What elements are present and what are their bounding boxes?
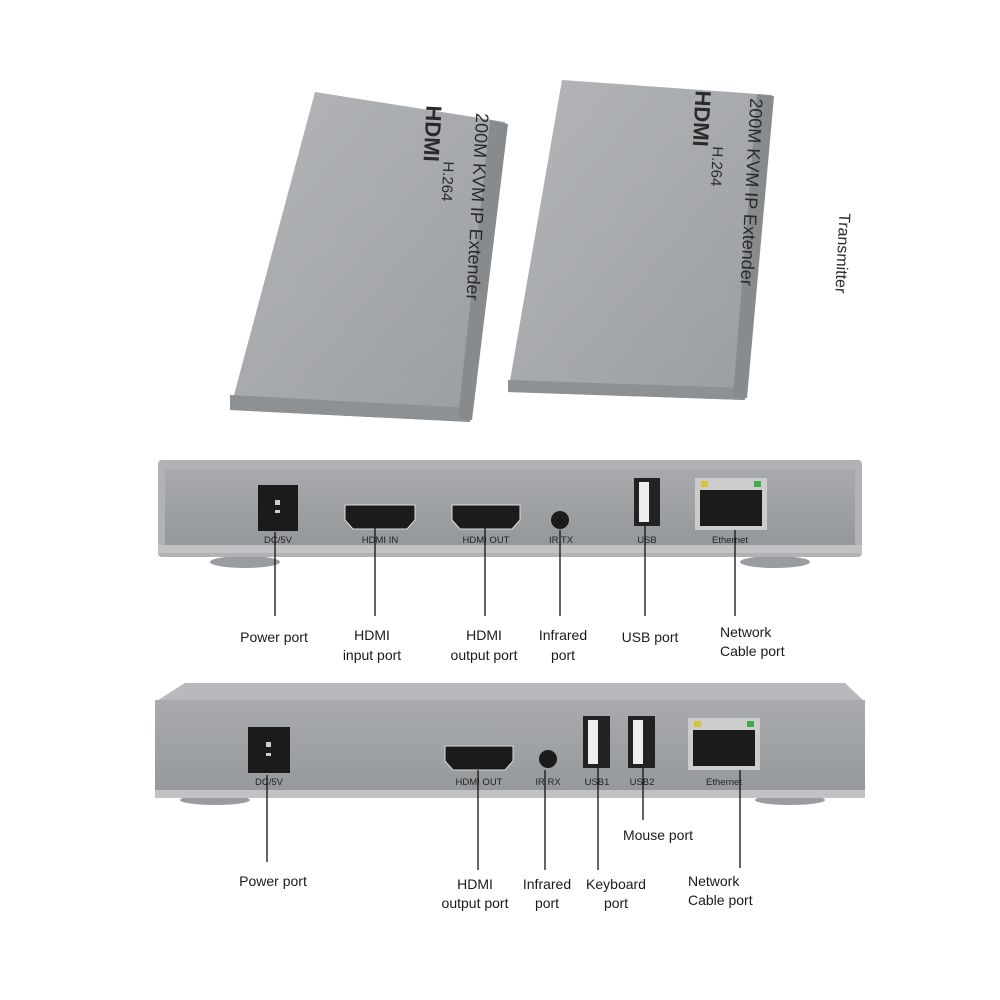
- brand-logo: HDMI: [419, 105, 447, 162]
- ethernet-port: [695, 478, 767, 530]
- hdmi-out-port: [444, 745, 514, 771]
- ir-tx-jack: [551, 511, 569, 529]
- leader-lines: [274, 526, 736, 616]
- annotation: output port: [451, 647, 518, 663]
- annotation: Network: [720, 624, 772, 640]
- port-label: DC/5V: [255, 777, 284, 788]
- codec-label: H.264: [438, 161, 457, 202]
- panel-2: DC/5V HDMI OUT IR RX USB1 USB2 Ethernet …: [155, 683, 865, 911]
- port-label: HDMI IN: [362, 535, 399, 546]
- annotation: Network: [688, 873, 740, 889]
- annotation: USB port: [622, 629, 679, 645]
- codec-label: H.264: [707, 146, 726, 187]
- port-label: USB: [637, 535, 657, 546]
- port-label: Ethernet: [712, 535, 748, 546]
- annotation: HDMI: [457, 876, 493, 892]
- transmitter-unit: HDMI H.264 200M KVM IP Extender Transmit…: [508, 80, 853, 400]
- annotation: Power port: [239, 873, 307, 889]
- annotation: Infrared: [523, 876, 571, 892]
- dc-power-jack: [258, 485, 298, 531]
- port-label: DC/5V: [264, 535, 293, 546]
- annotation: HDMI: [354, 627, 390, 643]
- brand-logo: HDMI: [688, 90, 716, 147]
- port-label: Ethernet: [706, 777, 742, 788]
- annotation: Power port: [240, 629, 308, 645]
- annotation: Cable port: [688, 892, 753, 908]
- hdmi-in-port: [344, 504, 416, 530]
- port-label: HDMI OUT: [463, 535, 510, 546]
- annotation: input port: [343, 647, 401, 663]
- usb-port: [634, 478, 660, 526]
- role-label: Transmitter: [831, 213, 852, 295]
- annotation: HDMI: [466, 627, 502, 643]
- dc-power-jack: [248, 727, 290, 773]
- annotation: Mouse port: [623, 827, 693, 843]
- ir-rx-jack: [539, 750, 557, 768]
- usb1-port: [583, 716, 610, 768]
- annotation: Keyboard: [586, 876, 646, 892]
- annotation: port: [604, 895, 628, 911]
- port-label: USB1: [585, 777, 610, 788]
- leader-lines: [266, 768, 741, 870]
- port-label: IR TX: [549, 535, 574, 546]
- annotation: Infrared: [539, 627, 587, 643]
- usb2-port: [628, 716, 655, 768]
- annotation: Cable port: [720, 643, 785, 659]
- annotation: output port: [442, 895, 509, 911]
- panel-1: DC/5V HDMI IN HDMI OUT IR TX USB Etherne…: [158, 460, 862, 663]
- ethernet-port: [688, 718, 760, 770]
- annotation: port: [551, 647, 575, 663]
- port-label: USB2: [630, 777, 655, 788]
- port-label: HDMI OUT: [456, 777, 503, 788]
- port-label: IR RX: [535, 777, 561, 788]
- annotation: port: [535, 895, 559, 911]
- hdmi-out-port: [451, 504, 521, 530]
